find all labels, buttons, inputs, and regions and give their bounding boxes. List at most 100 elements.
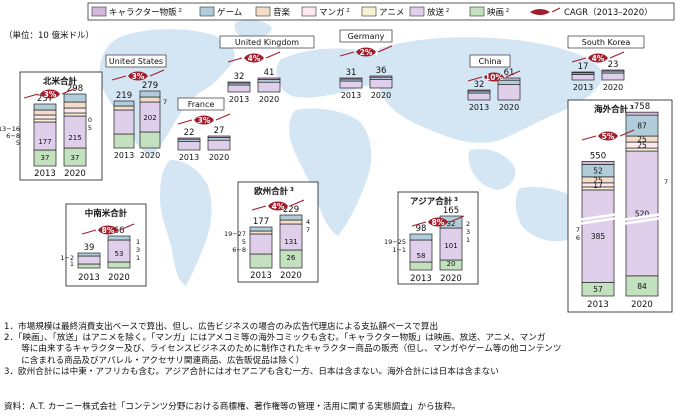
us-cagr-label: 3% — [132, 72, 145, 81]
us-bar-2020-seg-game — [139, 90, 161, 98]
asia-cagr-arrow — [411, 215, 465, 227]
la-bar-2013-seg-broadcast — [77, 255, 101, 265]
ov-bar-2013-value-broadcast: 385 — [591, 232, 606, 241]
panel-france-bar-2020-broadcast — [207, 139, 231, 151]
la-total-2020: 66 — [114, 226, 125, 236]
panel-uk-total-2020: 41 — [264, 68, 275, 78]
eu-bar-2020-seg-game — [279, 214, 303, 221]
asia-right-label-2: 3 — [466, 228, 470, 236]
na-bar-2020-seg-game — [63, 93, 87, 103]
ov-break-2020 — [621, 212, 663, 226]
asia-bar-2013-seg-game — [409, 233, 433, 241]
eu-left-label-2: 5 — [242, 238, 246, 246]
panel-la-frame — [65, 203, 147, 287]
eu-2020-music-value: 7 — [306, 226, 310, 234]
na-bar-2013-seg-manga — [33, 114, 57, 120]
asia-right-label-3: 1 — [466, 236, 470, 244]
legend-sup: 2 — [504, 8, 509, 14]
panel-uk-title: United Kingdom — [235, 38, 299, 47]
ov-bar-2013-seg-broadcast — [581, 189, 615, 283]
panel-uk-bar-2020-game — [257, 79, 281, 83]
na-bar-2013-seg-anime — [33, 118, 57, 123]
na-2013-broadcast-value: 177 — [38, 138, 51, 146]
na-total-2013: 237 — [37, 94, 53, 104]
ov-bar-2020-value-manga: 25 — [637, 141, 647, 150]
panel-south-korea-bar-2020-character — [601, 69, 625, 72]
ov-cagr-badge — [598, 131, 618, 141]
us-bar-2013-seg-game — [113, 100, 135, 107]
panel-china-total-2013: 32 — [474, 80, 485, 90]
panel-china-year-2020: 2020 — [499, 103, 519, 112]
panel-france-cagr-badge — [194, 115, 214, 125]
eu-left-label-1: 19−27 — [224, 230, 246, 238]
ov-bar-2020-value-broadcast: 520 — [635, 209, 650, 218]
eu-title-sup: 3 — [288, 187, 294, 193]
ov-bar-2013-value-manga: 17 — [593, 181, 603, 190]
eu-bar-2013-seg-broadcast — [249, 233, 273, 255]
asia-right-label-1: 2 — [466, 220, 470, 228]
panel-germany-title: Germany — [348, 32, 385, 41]
legend-swatch-game — [199, 6, 215, 17]
panel-germany-bar-2013-character — [339, 77, 363, 80]
panel-germany-bar-2013-broadcast — [339, 80, 363, 89]
eu-2020-game-value: 4 — [306, 218, 310, 226]
asia-2020-film-value: 20 — [447, 260, 456, 268]
asia-2020-broadcast-value: 101 — [444, 242, 457, 250]
na-2020-music-value: 5 — [88, 124, 92, 132]
ov-left-label-2: 7 — [576, 226, 580, 234]
panel-germany-cagr-arrow — [339, 45, 393, 57]
eu-cagr-label: 4% — [272, 202, 285, 211]
panel-china-total-2020: 61 — [504, 68, 515, 78]
na-left-label-3: 5 — [16, 139, 20, 147]
na-cagr-label: 3% — [44, 90, 57, 99]
legend-sup: 2 — [345, 8, 350, 14]
panel-uk-bar-2013-broadcast — [227, 84, 251, 93]
la-total-2013: 39 — [84, 243, 95, 253]
la-cagr-badge — [98, 225, 118, 235]
panel-germany-bar-2020-character — [369, 75, 393, 78]
us-label-box — [105, 54, 167, 68]
ov-bar-2013-value-game: 52 — [593, 167, 603, 176]
panel-south-korea-label-box — [567, 35, 645, 49]
la-2020-broadcast-value: 53 — [115, 250, 124, 258]
ov-bar-2020-value-film: 84 — [637, 282, 647, 291]
la-right-label-1: 1 — [136, 238, 140, 246]
panel-south-korea-title: South Korea — [582, 38, 631, 47]
la-left-label-1: 1−2 — [60, 254, 74, 262]
footnotes: 1．市場規模は最終消費支出ベースで算出、但し、広告ビジネスの場合のみ広告代理店に… — [4, 322, 674, 378]
la-right-label-3: 1 — [136, 254, 140, 262]
eu-left-label-3: 6−8 — [232, 246, 246, 254]
ov-cagr-label: 5% — [602, 132, 615, 141]
us-total-2013: 219 — [116, 91, 132, 101]
ov-bar-2013-value-film: 57 — [593, 285, 603, 294]
ov-bar-2013-seg-character — [581, 161, 615, 165]
legend-label-character: キャラクター物販 2 — [109, 7, 182, 18]
us-bar-2013-seg-film — [113, 133, 135, 149]
ov-break-2013 — [577, 212, 619, 226]
panel-germany-year-2013: 2013 — [341, 91, 361, 100]
asia-title: アジア合計 3 — [410, 196, 458, 207]
legend-swatch-film — [469, 6, 485, 17]
panel-uk-bar-2013-character — [227, 81, 251, 84]
panel-france-bar-2013-game — [177, 138, 201, 142]
legend-label-manga: マンガ 2 — [319, 7, 350, 18]
panel-south-korea-cagr-label: 4% — [592, 54, 605, 63]
na-bar-2020-seg-anime — [63, 112, 87, 117]
footnote-1: 1．市場規模は最終消費支出ベースで算出、但し、広告ビジネスの場合のみ広告代理店に… — [4, 322, 439, 332]
legend-sup: 2 — [444, 8, 449, 14]
panel-uk-cagr-label: 4% — [248, 54, 261, 63]
panel-south-korea-year-2013: 2013 — [573, 83, 593, 92]
panel-uk-cagr-arrow — [227, 51, 281, 63]
la-bar-2020-seg-game — [107, 235, 131, 241]
legend-frame — [87, 2, 675, 21]
ov-right-label-1: 7 — [664, 178, 668, 186]
asia-title-sup: 3 — [452, 197, 458, 203]
na-2020-broadcast-value: 215 — [68, 134, 81, 142]
ov-bar-2020-seg-character — [625, 111, 659, 116]
eu-bar-2020-seg-music — [279, 219, 303, 225]
